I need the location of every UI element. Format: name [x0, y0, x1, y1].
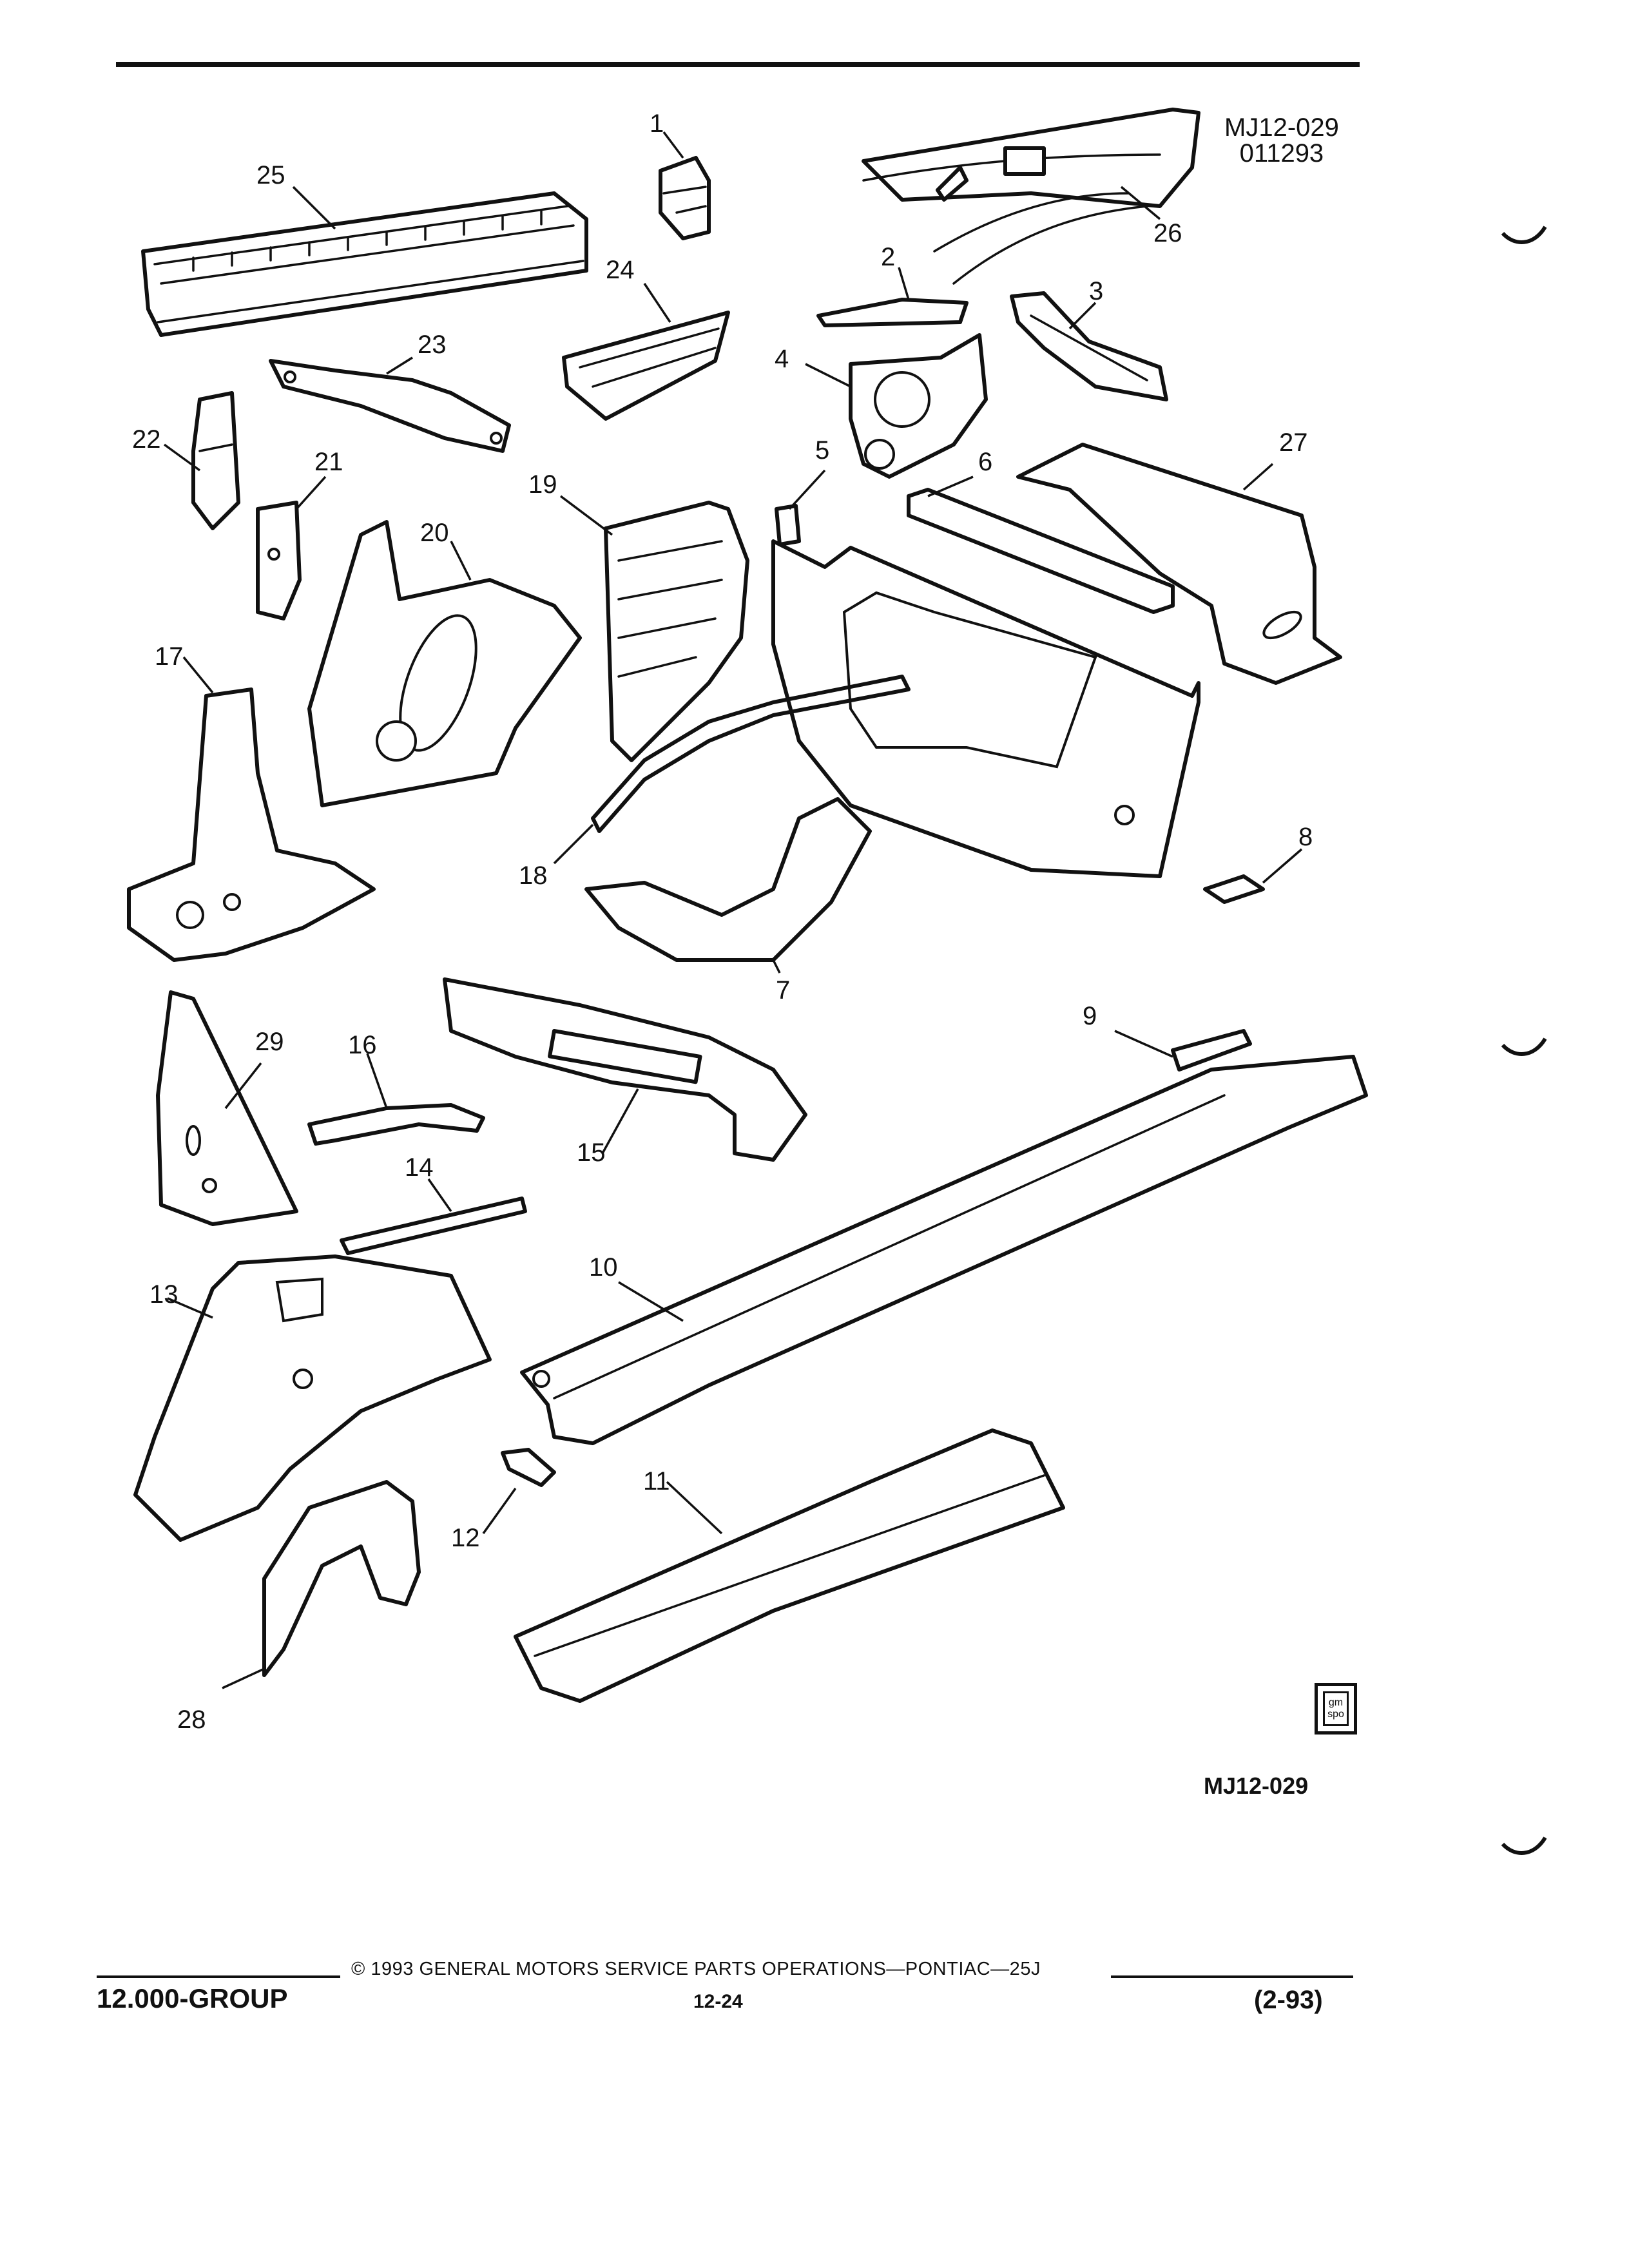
- leader-lines: [163, 131, 1303, 1689]
- part-12-clip: [501, 1448, 556, 1487]
- part-22-bracket: [191, 391, 240, 530]
- figure-code: MJ12-029: [1224, 113, 1339, 142]
- part-11-sill: [514, 1428, 1065, 1703]
- footer-page-number: 12-24: [693, 1991, 743, 2012]
- gm-spo-logo-text: gm spo: [1323, 1691, 1349, 1726]
- part-1-bracket: [659, 156, 711, 240]
- callout-10: 10: [589, 1253, 618, 1282]
- figure-code-top: MJ12-029 011293: [1224, 115, 1339, 166]
- callout-24: 24: [606, 256, 635, 284]
- part-19-panel: [604, 501, 749, 762]
- callout-12: 12: [451, 1524, 480, 1552]
- part-23-bracket: [269, 359, 511, 453]
- top-rule: [116, 62, 1360, 67]
- gm-spo-logo: gm spo: [1315, 1683, 1357, 1735]
- footer-date: (2-93): [1254, 1986, 1323, 2014]
- part-10-rocker-panel: [520, 1055, 1368, 1445]
- part-13-rail-front: [133, 1254, 492, 1542]
- callout-19: 19: [528, 470, 557, 499]
- punch-mark-2: [1501, 1037, 1547, 1056]
- part-21-bracket: [256, 501, 302, 620]
- part-26-quarter-panel-upper: [862, 108, 1200, 285]
- punch-mark-3: [1501, 1836, 1547, 1855]
- callout-numbers: 1 2 3 4 5 6 7 8 9 10 11 12 13 14 15 16 1…: [132, 110, 1313, 1734]
- callout-1: 1: [650, 110, 664, 138]
- callout-13: 13: [149, 1280, 178, 1309]
- part-17-pillar: [127, 687, 376, 962]
- part-18-seal: [591, 675, 911, 833]
- footer-rule-right: [1111, 1975, 1353, 1978]
- callout-17: 17: [155, 642, 184, 671]
- callout-7: 7: [776, 976, 790, 1004]
- callout-26: 26: [1153, 219, 1182, 247]
- callout-16: 16: [348, 1031, 377, 1059]
- figure-code-bottom: MJ12-029: [1204, 1773, 1309, 1799]
- footer-copyright: © 1993 GENERAL MOTORS SERVICE PARTS OPER…: [351, 1959, 1041, 1979]
- part-16-strap: [307, 1103, 485, 1146]
- callout-15: 15: [577, 1139, 606, 1167]
- part-2-plate: [816, 298, 969, 327]
- callout-21: 21: [314, 448, 343, 476]
- callout-14: 14: [405, 1153, 434, 1182]
- part-14-brace: [340, 1196, 527, 1255]
- part-27-rear-panel: [1016, 443, 1342, 685]
- footer-group: 12.000-GROUP: [97, 1983, 288, 2013]
- callout-9: 9: [1083, 1002, 1097, 1030]
- callout-23: 23: [418, 331, 447, 359]
- part-20-inner-quarter-panel: [307, 520, 582, 807]
- part-quarter-inner-panel: [771, 539, 1200, 878]
- callout-4: 4: [775, 345, 789, 373]
- part-7-wheelhouse-outer: [584, 797, 872, 962]
- callout-29: 29: [255, 1028, 284, 1056]
- callout-25: 25: [256, 161, 285, 189]
- callout-22: 22: [132, 425, 161, 454]
- part-28-wheelhouse-inner: [262, 1480, 421, 1677]
- part-24-panel: [562, 311, 730, 421]
- callout-2: 2: [881, 243, 895, 271]
- part-4-support: [849, 333, 988, 479]
- callout-8: 8: [1298, 823, 1313, 851]
- part-9-clip: [1171, 1029, 1252, 1072]
- part-29-gusset: [156, 990, 298, 1226]
- figure-date-code: 011293: [1239, 139, 1324, 168]
- callout-11: 11: [643, 1467, 670, 1495]
- part-8-clip: [1203, 874, 1265, 904]
- callout-20: 20: [420, 519, 449, 547]
- part-15-rail: [443, 977, 807, 1162]
- footer-rule-left: [97, 1975, 340, 1978]
- callout-27: 27: [1279, 428, 1308, 457]
- part-6-channel: [907, 488, 1175, 614]
- punch-mark-1: [1501, 226, 1547, 244]
- part-25-roof-rail: [141, 191, 588, 337]
- callout-3: 3: [1089, 277, 1103, 305]
- callout-18: 18: [519, 861, 548, 890]
- callout-28: 28: [177, 1706, 206, 1734]
- part-3-bracket: [1010, 291, 1168, 401]
- callout-5: 5: [815, 436, 829, 465]
- part-5-bracket: [775, 504, 801, 546]
- callout-6: 6: [978, 448, 992, 476]
